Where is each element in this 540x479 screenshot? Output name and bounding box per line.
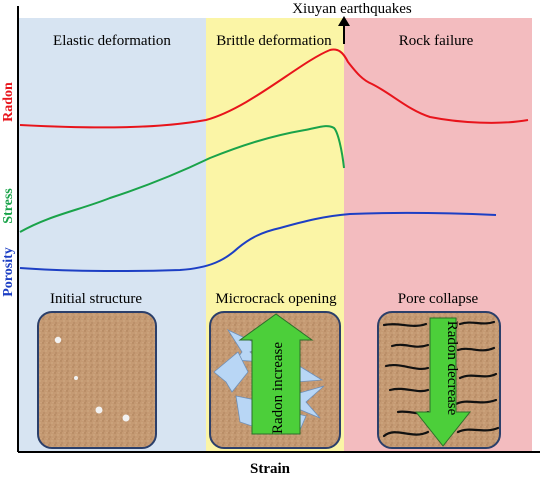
radon-increase-text: Radon increase bbox=[270, 342, 286, 434]
panel-microcrack-caption: Microcrack opening bbox=[215, 291, 337, 307]
porosity-label: Porosity bbox=[1, 247, 16, 297]
radon-decrease-text: Radon decrease bbox=[444, 321, 460, 416]
radon-label: Radon bbox=[1, 82, 16, 122]
zone-brittle-label: Brittle deformation bbox=[216, 33, 332, 49]
panel-initial-caption: Initial structure bbox=[50, 291, 142, 307]
zone-elastic-label: Elastic deformation bbox=[53, 33, 171, 49]
radon-decrease-arrow bbox=[414, 317, 472, 447]
zone-failure-label: Rock failure bbox=[399, 33, 474, 49]
stress-curve bbox=[19, 125, 345, 233]
porosity-curve bbox=[19, 211, 497, 273]
panel-initial-structure bbox=[37, 311, 157, 449]
compaction-lines bbox=[382, 320, 500, 438]
panel-pore-collapse: Radon decrease bbox=[377, 311, 501, 449]
panel-collapse-caption: Pore collapse bbox=[398, 291, 479, 307]
earthquake-label: Xiuyan earthquakes bbox=[292, 1, 412, 17]
pore-dots bbox=[54, 336, 130, 422]
x-axis-label: Strain bbox=[250, 461, 291, 477]
radon-curve bbox=[19, 48, 529, 129]
panel-microcrack-opening: Radon increase bbox=[209, 311, 341, 449]
stress-label: Stress bbox=[1, 188, 16, 224]
earthquake-arrow bbox=[338, 16, 350, 44]
radon-increase-arrow bbox=[238, 313, 314, 435]
